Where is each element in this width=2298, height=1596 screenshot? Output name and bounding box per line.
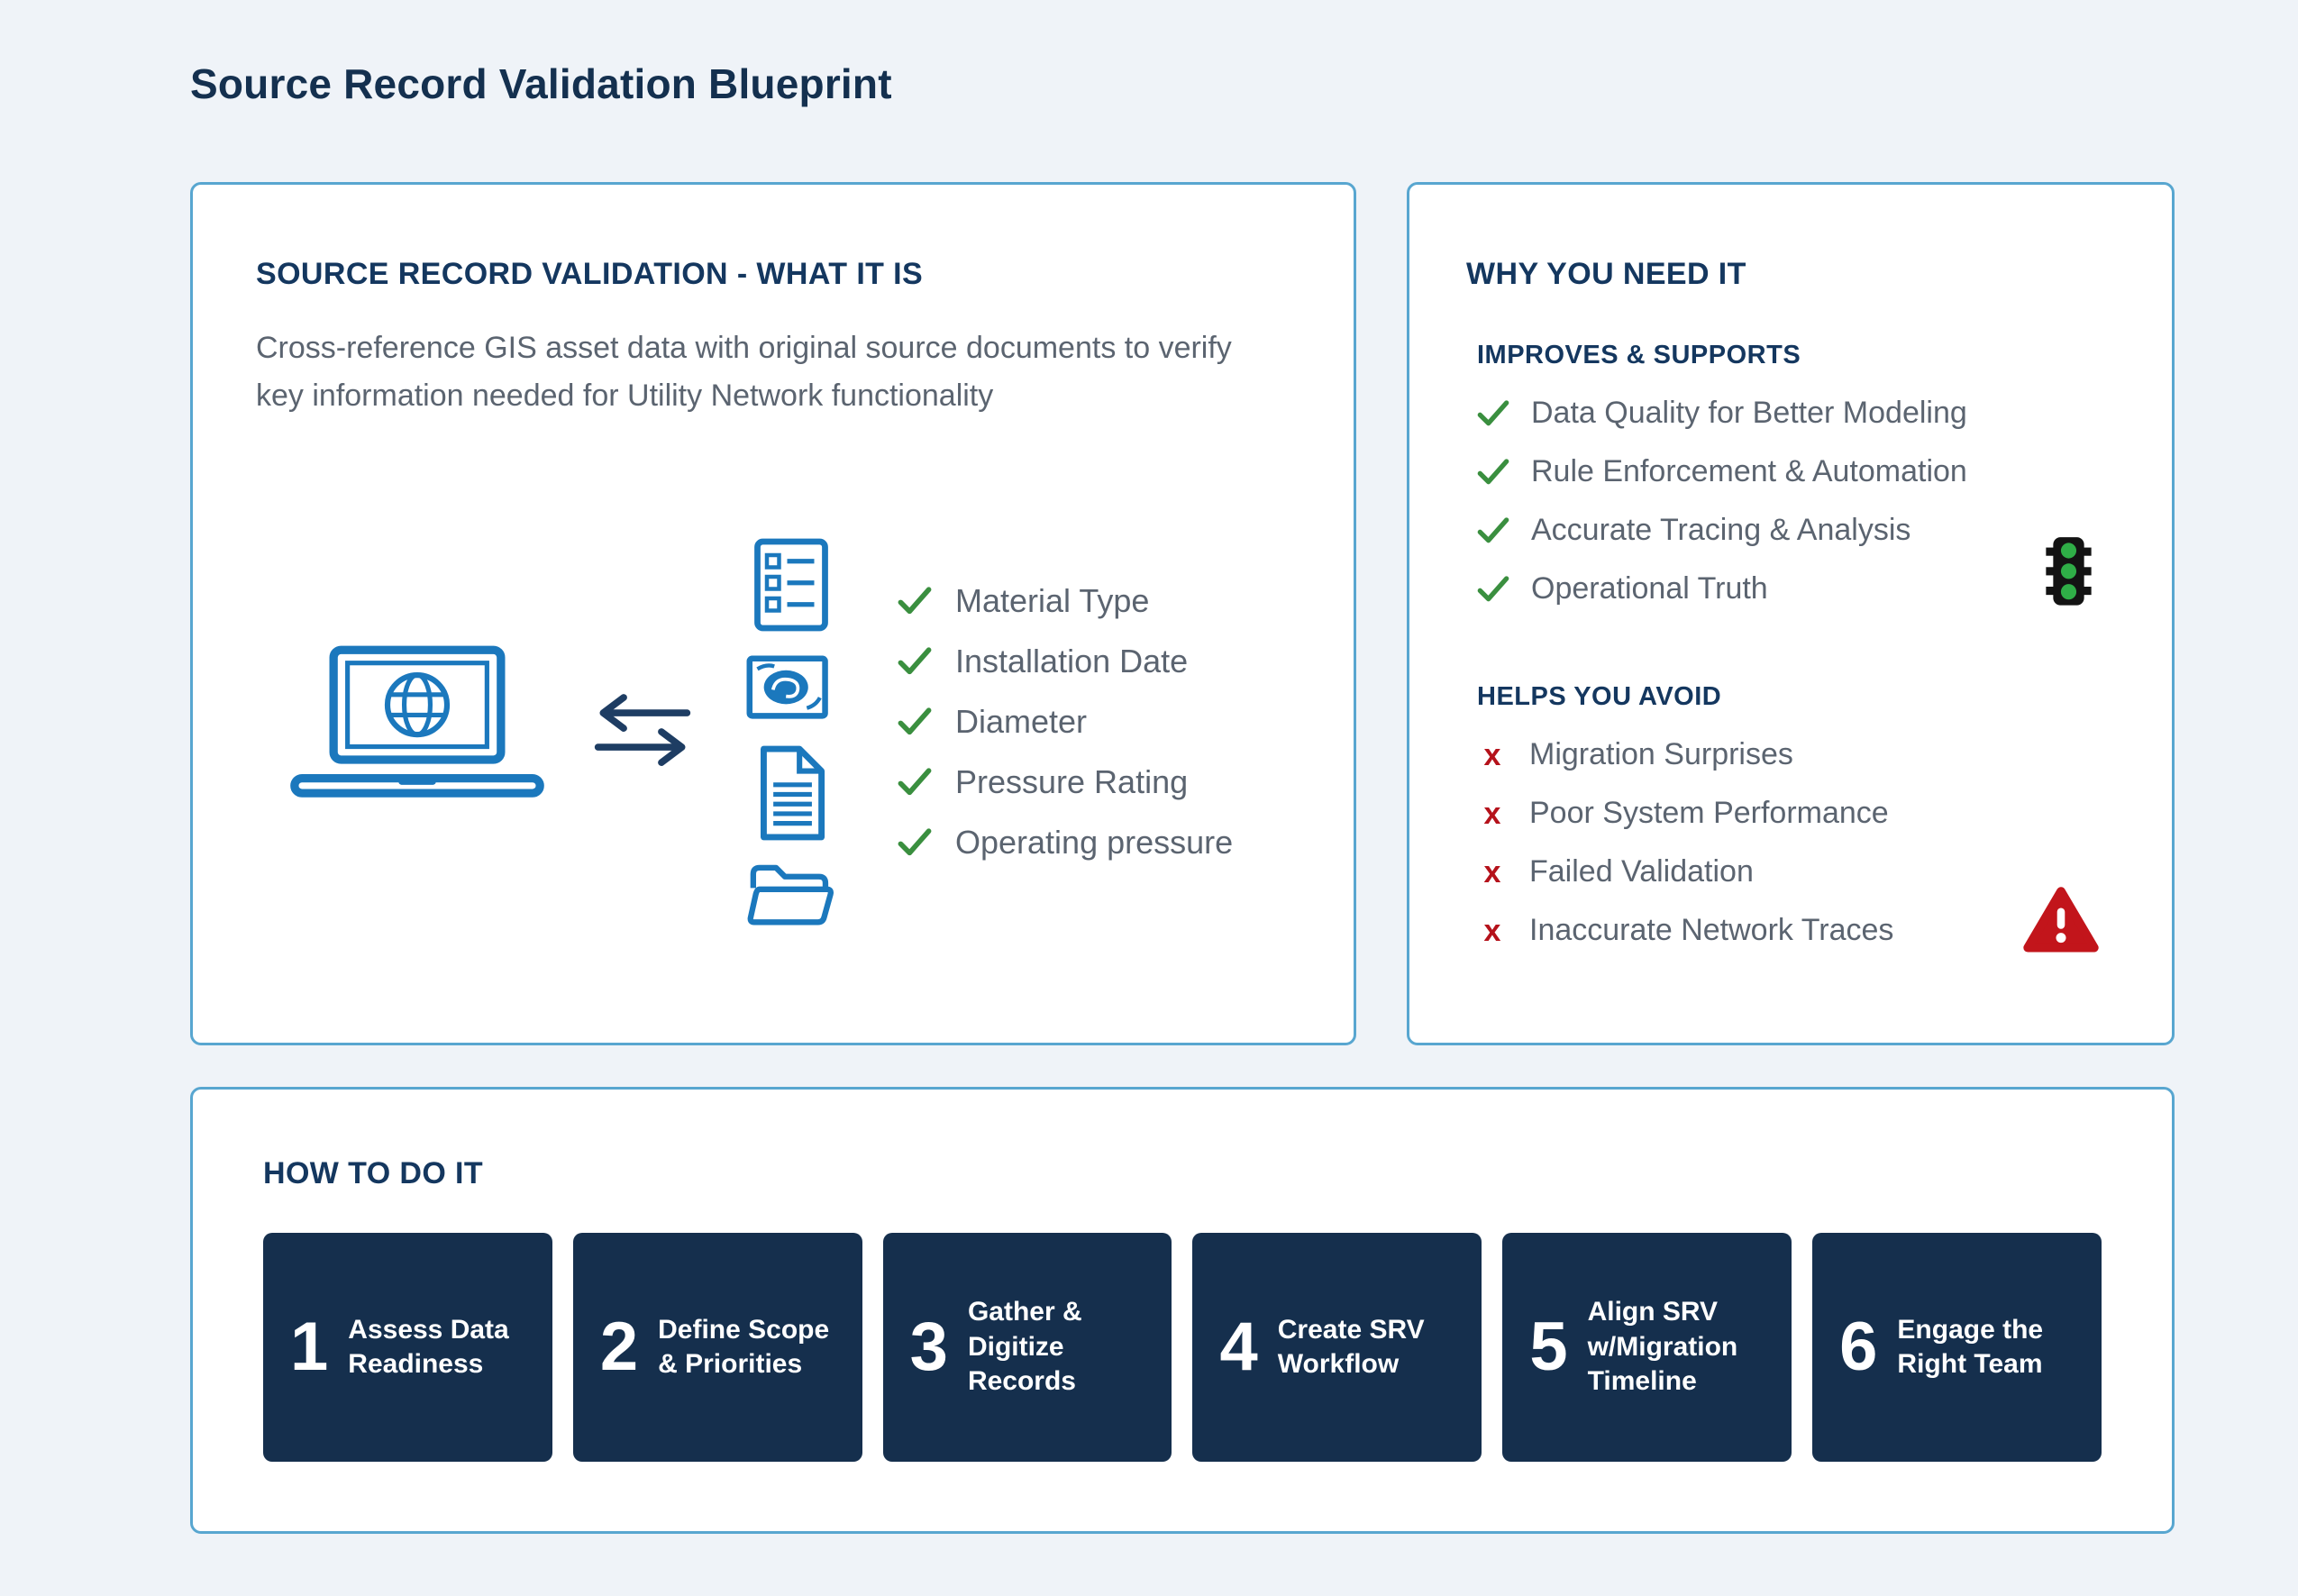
checklist-document-icon xyxy=(750,536,833,634)
list-item-label: Inaccurate Network Traces xyxy=(1529,913,1894,947)
why-you-need-it-card: WHY YOU NEED IT IMPROVES & SUPPORTS Data… xyxy=(1407,182,2175,1045)
step-label: Create SRV Workflow xyxy=(1277,1314,1425,1379)
list-item: Rule Enforcement & Automation xyxy=(1477,454,2121,489)
step-number: 3 xyxy=(909,1309,948,1385)
page-title: Source Record Validation Blueprint xyxy=(190,60,892,107)
checklist-item: Pressure Rating xyxy=(898,763,1233,801)
improves-supports-heading: IMPROVES & SUPPORTS xyxy=(1477,341,1801,369)
what-card-heading: SOURCE RECORD VALIDATION - WHAT IT IS xyxy=(256,257,924,291)
map-document-icon xyxy=(744,648,838,729)
step-number: 5 xyxy=(1529,1309,1568,1385)
list-item: Accurate Tracing & Analysis xyxy=(1477,513,2121,548)
step-box-3: 3 Gather & Digitize Records xyxy=(882,1233,1172,1462)
cross-icon: x xyxy=(1483,737,1501,772)
checklist-item: Installation Date xyxy=(898,643,1233,680)
what-card-visual: Material Type Installation Date Diameter xyxy=(256,536,1290,929)
cross-icon: x xyxy=(1483,854,1501,889)
checklist-item-label: Operating pressure xyxy=(955,823,1234,861)
what-card-description: Cross-reference GIS asset data with orig… xyxy=(256,331,1232,413)
list-item: x Poor System Performance xyxy=(1477,796,2121,831)
text-document-icon xyxy=(752,743,830,843)
list-item: Data Quality for Better Modeling xyxy=(1477,396,2121,431)
checklist-item: Operating pressure xyxy=(898,824,1233,862)
check-icon xyxy=(898,767,932,798)
verified-attributes-list: Material Type Installation Date Diameter xyxy=(898,582,1233,884)
step-number: 1 xyxy=(290,1309,329,1385)
step-box-6: 6 Engage the Right Team xyxy=(1812,1233,2102,1462)
steps-row: 1 Assess Data Readiness 2 Define Scope &… xyxy=(263,1233,2102,1462)
laptop-globe-icon xyxy=(278,643,557,824)
list-item-label: Data Quality for Better Modeling xyxy=(1531,396,1967,430)
step-label: Engage the Right Team xyxy=(1897,1314,2044,1379)
step-number: 2 xyxy=(599,1309,639,1385)
helps-you-avoid-heading: HELPS YOU AVOID xyxy=(1477,682,1722,711)
helps-you-avoid-list: x Migration Surprises x Poor System Perf… xyxy=(1477,737,2121,948)
check-icon xyxy=(898,707,932,737)
step-box-2: 2 Define Scope & Priorities xyxy=(572,1233,862,1462)
how-to-do-it-card: HOW TO DO IT 1 Assess Data Readiness 2 D… xyxy=(190,1087,2175,1534)
checklist-item: Diameter xyxy=(898,703,1233,741)
check-icon xyxy=(1477,575,1509,604)
check-icon xyxy=(898,586,932,616)
list-item: x Failed Validation xyxy=(1477,854,2121,889)
check-icon xyxy=(1477,516,1509,545)
list-item-label: Accurate Tracing & Analysis xyxy=(1531,513,1911,547)
checklist-item-label: Pressure Rating xyxy=(955,762,1189,800)
traffic-light-icon xyxy=(2045,536,2093,613)
list-item-label: Rule Enforcement & Automation xyxy=(1531,454,1967,488)
list-item: Operational Truth xyxy=(1477,571,2121,606)
step-number: 6 xyxy=(1839,1309,1878,1385)
list-item-label: Operational Truth xyxy=(1531,571,1768,606)
list-item-label: Migration Surprises xyxy=(1529,737,1793,771)
checklist-item-label: Installation Date xyxy=(955,642,1189,679)
check-icon xyxy=(1477,399,1509,428)
list-item-label: Failed Validation xyxy=(1529,854,1754,889)
step-label: Gather & Digitize Records xyxy=(967,1297,1082,1397)
source-documents-stack xyxy=(744,536,838,929)
checklist-item-label: Material Type xyxy=(955,581,1150,619)
improves-supports-list: Data Quality for Better Modeling Rule En… xyxy=(1477,396,2121,606)
sync-arrows-icon xyxy=(591,694,694,772)
cross-icon: x xyxy=(1483,913,1501,948)
top-row: SOURCE RECORD VALIDATION - WHAT IT IS Cr… xyxy=(190,182,2175,1045)
step-box-5: 5 Align SRV w/Migration Timeline xyxy=(1502,1233,1792,1462)
how-card-heading: HOW TO DO IT xyxy=(263,1156,484,1190)
step-box-1: 1 Assess Data Readiness xyxy=(263,1233,552,1462)
step-label: Align SRV w/Migration Timeline xyxy=(1587,1297,1738,1397)
warning-triangle-icon xyxy=(2022,886,2100,959)
step-number: 4 xyxy=(1219,1309,1258,1385)
list-item-label: Poor System Performance xyxy=(1529,796,1889,830)
what-it-is-card: SOURCE RECORD VALIDATION - WHAT IT IS Cr… xyxy=(190,182,1356,1045)
check-icon xyxy=(1477,458,1509,487)
step-label: Assess Data Readiness xyxy=(348,1314,509,1379)
check-icon xyxy=(898,827,932,858)
step-box-4: 4 Create SRV Workflow xyxy=(1192,1233,1482,1462)
open-folder-icon xyxy=(744,857,838,929)
check-icon xyxy=(898,646,932,677)
cross-icon: x xyxy=(1483,796,1501,831)
list-item: x Migration Surprises xyxy=(1477,737,2121,772)
checklist-item: Material Type xyxy=(898,582,1233,620)
list-item: x Inaccurate Network Traces xyxy=(1477,913,2121,948)
why-card-heading: WHY YOU NEED IT xyxy=(1466,257,1746,291)
checklist-item-label: Diameter xyxy=(955,702,1088,740)
step-label: Define Scope & Priorities xyxy=(658,1314,830,1379)
